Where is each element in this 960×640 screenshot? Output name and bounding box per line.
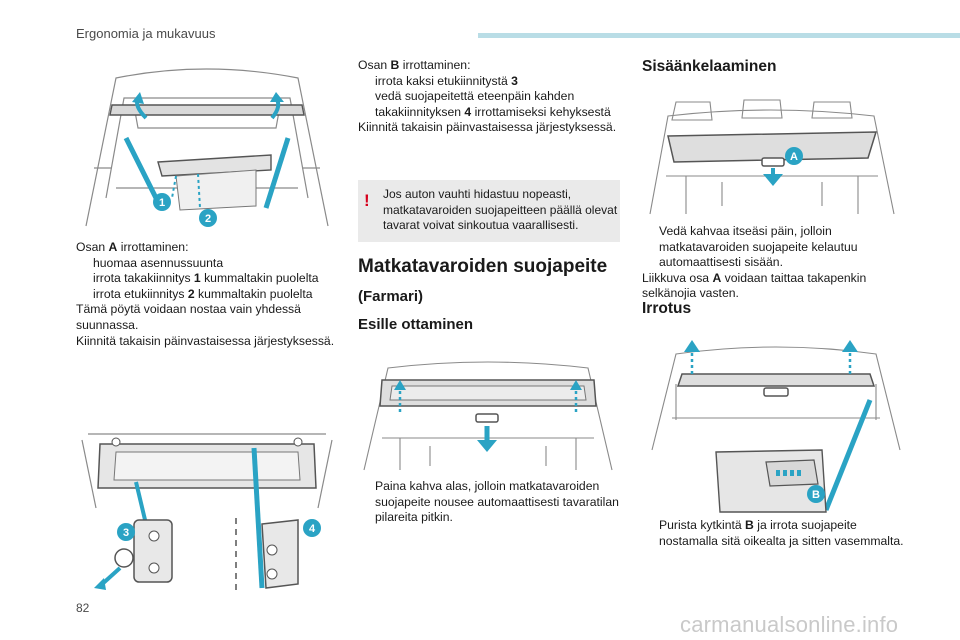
heading-deploy: Esille ottaminen: [358, 316, 474, 333]
figure-trunk-table-rear: 3 4: [76, 428, 338, 594]
part-a-title: Osan A irrottaminen:: [76, 240, 189, 254]
bullet-item: huomaa asennussuunta: [93, 255, 224, 270]
figure-cover-remove: B: [646, 334, 906, 514]
col1-text: Osan A irrottaminen: huomaa asennussuunt…: [76, 240, 346, 349]
warning-text: Jos auton vauhti hidastuu nopeasti, matk…: [383, 187, 618, 232]
watermark: carmanualsonline.info: [680, 612, 899, 637]
warning-icon: !: [364, 191, 370, 210]
col3-remove-text: Purista kytkintä B ja irrota suojapeite …: [642, 518, 904, 549]
bullet-item: Purista kytkintä B ja irrota suojapeite …: [659, 518, 904, 548]
callout-1: 1: [159, 197, 165, 209]
figure-trunk-table-front: 1 2: [76, 58, 338, 228]
callout-4: 4: [309, 523, 316, 535]
bullet-item: Paina kahva alas, jolloin matkatavaroide…: [375, 479, 619, 525]
bullet-item: irrota takakiinnitys 1 kummaltakin puole…: [93, 271, 319, 286]
paragraph: Liikkuva osa A voidaan taittaa takapenki…: [642, 270, 867, 301]
figure-cover-retract: A: [642, 96, 902, 216]
heading-variant: (Farmari): [358, 288, 424, 305]
col2-text: Osan B irrottaminen: irrota kaksi etukii…: [358, 58, 628, 136]
callout-b: B: [812, 489, 820, 501]
callout-3: 3: [123, 527, 129, 539]
heading-remove: Irrotus: [642, 300, 692, 317]
bullet-item: irrota kaksi etukiinnitystä 3: [375, 73, 518, 88]
callout-2: 2: [205, 213, 211, 225]
heading-retract: Sisäänkelaaminen: [642, 58, 777, 75]
paragraph: Tämä pöytä voidaan nostaa vain yhdessä s…: [76, 302, 301, 332]
col3-retract-text: Vedä kahvaa itseäsi päin, jolloin matkat…: [642, 224, 904, 302]
deploy-text: Paina kahva alas, jolloin matkatavaroide…: [358, 479, 620, 526]
figure-cover-deploy: [360, 358, 616, 472]
warning-note: ! Jos auton vauhti hidastuu nopeasti, ma…: [358, 180, 620, 242]
bullet-item: irrota etukiinnitys 2 kummaltakin puolel…: [93, 286, 313, 301]
callout-a: A: [790, 151, 798, 163]
bullet-item: Vedä kahvaa itseäsi päin, jolloin matkat…: [659, 224, 858, 270]
paragraph: Kiinnitä takaisin päinvastaisessa järjes…: [358, 120, 617, 135]
part-b-title: Osan B irrottaminen:: [358, 58, 471, 72]
section-title: Ergonomia ja mukavuus: [76, 26, 216, 41]
bullet-item: vedä suojapeitettä eteenpäin kahden taka…: [375, 89, 611, 119]
paragraph: Kiinnitä takaisin päinvastaisessa järjes…: [76, 333, 335, 348]
header-accent-bar: [478, 33, 960, 38]
page-number: 82: [76, 601, 90, 615]
heading-cover: Matkatavaroiden suojapeite: [358, 256, 608, 277]
